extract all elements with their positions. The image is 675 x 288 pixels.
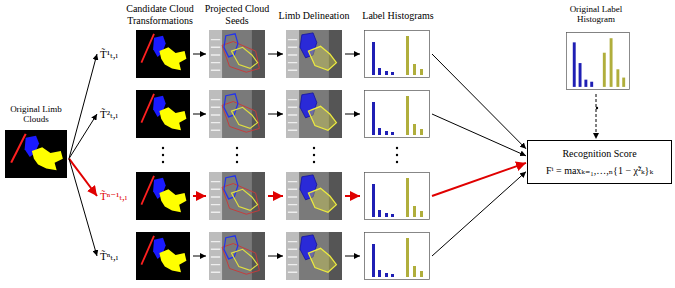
connector bbox=[69, 159, 97, 256]
connector bbox=[596, 94, 597, 139]
label-slot: Limb Delineation bbox=[272, 10, 356, 22]
box-heading: Recognition Score bbox=[532, 148, 667, 160]
label-slot: Label Histograms bbox=[356, 10, 440, 22]
dot bbox=[236, 154, 238, 156]
column-header: Projected Cloud Seeds bbox=[200, 3, 274, 26]
panel-heading: Original Label Histogram bbox=[556, 4, 636, 25]
flow-arrow bbox=[268, 195, 283, 197]
label-histogram bbox=[365, 173, 430, 220]
delineation-image bbox=[286, 232, 342, 280]
connector bbox=[69, 54, 97, 159]
flow-arrow bbox=[345, 195, 360, 197]
dot bbox=[162, 154, 164, 156]
candidate-image bbox=[136, 30, 190, 78]
score-box: Recognition Score Fⁱ = maxₖ₌₁,…,ₙ{1 − χ̃²… bbox=[527, 140, 672, 184]
flow-arrows bbox=[193, 54, 360, 256]
connector bbox=[69, 114, 97, 159]
label-histogram bbox=[365, 31, 430, 78]
transform-symbol: T̃²ₜ,ₗ bbox=[100, 108, 118, 121]
flow-arrow bbox=[432, 114, 526, 156]
transform-symbol: T̃¹ₜ,ₗ bbox=[100, 48, 118, 61]
selected-flow-arrows bbox=[193, 195, 360, 197]
candidate-panel: T̃¹ₜ,ₗ bbox=[98, 30, 190, 78]
column-header: Label Histograms bbox=[356, 10, 440, 22]
flow-arrow bbox=[345, 54, 360, 55]
flow-arrow bbox=[268, 114, 283, 115]
flow-arrow bbox=[268, 54, 283, 55]
label-slot: Projected Cloud Seeds bbox=[200, 3, 274, 26]
dot bbox=[313, 154, 315, 156]
seed-image bbox=[209, 232, 265, 280]
flow-arrow bbox=[345, 256, 360, 257]
delineation-image bbox=[286, 30, 342, 78]
original-histogram bbox=[566, 33, 629, 90]
dot bbox=[162, 161, 164, 163]
transform-symbol: T̃ⁿ⁻¹ₜ,ₗ bbox=[100, 190, 127, 203]
candidate-panel: T̃ⁿ⁻¹ₜ,ₗ bbox=[98, 172, 190, 220]
flow-arrow bbox=[193, 195, 206, 197]
dot bbox=[396, 147, 398, 149]
flow-arrow bbox=[268, 256, 283, 257]
column-header: Candidate Cloud Transformations bbox=[112, 3, 208, 26]
label-histogram bbox=[365, 91, 430, 138]
candidate-image bbox=[136, 90, 190, 138]
flow-arrow bbox=[193, 54, 206, 55]
dot bbox=[396, 161, 398, 163]
label-slot: Candidate Cloud Transformations bbox=[112, 3, 208, 26]
candidate-image bbox=[136, 172, 190, 220]
flow-arrow bbox=[432, 163, 526, 196]
dot bbox=[236, 147, 238, 149]
dot bbox=[313, 147, 315, 149]
limb-cloud-panel: Original Limb Clouds bbox=[3, 104, 69, 182]
candidate-panel: T̃ⁿₜ,ₗ bbox=[98, 232, 190, 280]
histogram-panel: Original Label Histogram bbox=[556, 4, 636, 94]
connector bbox=[69, 159, 97, 196]
dot bbox=[162, 147, 164, 149]
delineation-image bbox=[286, 90, 342, 138]
panel-heading: Original Limb Clouds bbox=[3, 104, 69, 125]
flow-arrow bbox=[193, 256, 206, 257]
candidate-panel: T̃²ₜ,ₗ bbox=[98, 90, 190, 138]
delineation-image bbox=[286, 172, 342, 220]
seed-image bbox=[209, 30, 265, 78]
flow-arrow bbox=[193, 114, 206, 115]
dot bbox=[313, 161, 315, 163]
candidate-image bbox=[136, 232, 190, 280]
score-formula: Fⁱ = maxₖ₌₁,…,ₙ{1 − χ̃²ₖ}ₖ bbox=[532, 165, 667, 177]
flow-arrow bbox=[345, 114, 360, 115]
seed-image bbox=[209, 172, 265, 220]
dot bbox=[236, 161, 238, 163]
flow-arrow bbox=[432, 172, 526, 256]
limb-cloud-image bbox=[5, 130, 67, 178]
seed-image bbox=[209, 90, 265, 138]
dot bbox=[596, 107, 598, 109]
label-histogram bbox=[365, 233, 430, 280]
column-header: Limb Delineation bbox=[272, 10, 356, 22]
transform-symbol: T̃ⁿₜ,ₗ bbox=[100, 250, 118, 263]
dot bbox=[396, 154, 398, 156]
